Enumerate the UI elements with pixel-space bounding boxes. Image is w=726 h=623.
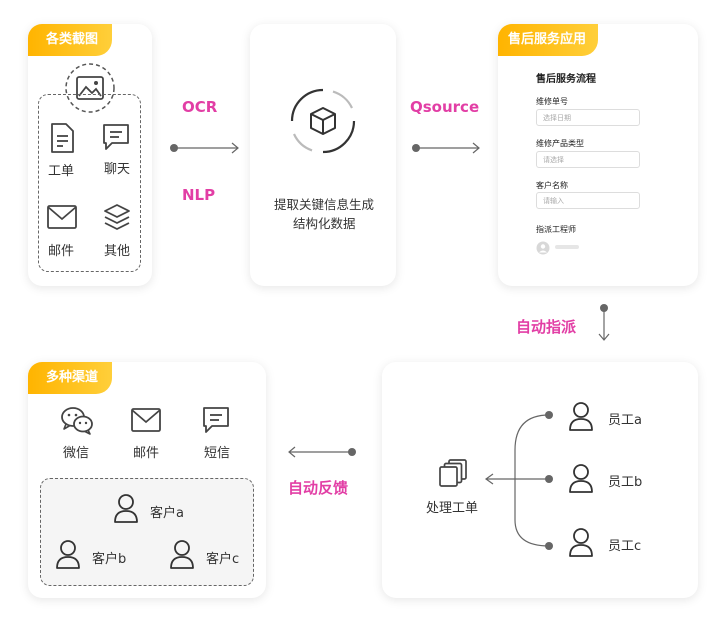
field-label-product-type: 维修产品类型 bbox=[536, 139, 584, 148]
service-app-tag: 售后服务应用 bbox=[498, 24, 599, 56]
documents-stack-icon bbox=[438, 458, 468, 492]
qsource-label: Qsource bbox=[410, 98, 480, 116]
staff-a-icon bbox=[567, 400, 595, 436]
wechat-icon bbox=[60, 406, 94, 440]
staff-b-icon bbox=[567, 462, 595, 498]
product-type-select[interactable]: 请选择 bbox=[536, 151, 640, 168]
staff-c-icon bbox=[567, 526, 595, 562]
customer-b-icon bbox=[54, 538, 82, 574]
extract-text-line2: 结构化数据 bbox=[293, 216, 356, 231]
auto-assign-label: 自动指派 bbox=[516, 318, 577, 336]
ocr-label: OCR bbox=[182, 98, 218, 116]
workorder-panel: 处理工单 员工a 员工b 员工c bbox=[382, 362, 698, 598]
channel-wechat: 微信 bbox=[63, 446, 90, 461]
customer-b: 客户b bbox=[92, 552, 127, 567]
arrow-qsource bbox=[412, 142, 480, 154]
screenshots-group bbox=[38, 94, 141, 272]
processing-icon bbox=[282, 80, 364, 166]
extract-panel: 提取关键信息生成 结构化数据 bbox=[250, 24, 396, 286]
item-other: 其他 bbox=[104, 244, 131, 259]
screenshots-tag: 各类截图 bbox=[28, 24, 113, 56]
customer-c: 客户c bbox=[206, 552, 240, 567]
item-chat: 聊天 bbox=[104, 162, 131, 177]
chat-icon bbox=[101, 122, 131, 156]
work-order-icon bbox=[48, 122, 76, 158]
image-icon bbox=[64, 62, 116, 118]
staff-b: 员工b bbox=[608, 475, 643, 490]
workorder-center-label: 处理工单 bbox=[426, 501, 479, 516]
sms-icon bbox=[201, 405, 231, 439]
arrow-auto-assign bbox=[598, 304, 610, 341]
field-label-engineer: 指派工程师 bbox=[536, 225, 576, 234]
screenshots-panel: 各类截图 工单 聊天 邮件 bbox=[28, 24, 152, 286]
engineer-avatar-icon[interactable] bbox=[536, 240, 550, 259]
extract-text-line1: 提取关键信息生成 bbox=[274, 197, 375, 212]
customer-c-icon bbox=[168, 538, 196, 574]
item-work-order: 工单 bbox=[48, 164, 75, 179]
channel-sms: 短信 bbox=[204, 446, 231, 461]
staff-c: 员工c bbox=[608, 539, 642, 554]
layers-icon bbox=[102, 202, 132, 238]
staff-a: 员工a bbox=[608, 413, 642, 428]
repair-no-input[interactable]: 选择日期 bbox=[536, 109, 640, 126]
engineer-name-placeholder bbox=[555, 245, 579, 249]
field-label-repair-no: 维修单号 bbox=[536, 97, 568, 106]
mail-icon bbox=[46, 204, 78, 234]
arrow-auto-feedback bbox=[288, 446, 356, 458]
auto-feedback-label: 自动反馈 bbox=[288, 479, 349, 497]
mail-icon bbox=[130, 407, 162, 437]
arrow-ocr-nlp bbox=[170, 142, 239, 154]
customer-name-input[interactable]: 请输入 bbox=[536, 192, 640, 209]
branch-lines bbox=[484, 411, 553, 550]
service-app-panel: 售后服务应用 售后服务流程 维修单号 选择日期 维修产品类型 请选择 客户名称 … bbox=[498, 24, 698, 286]
customer-a: 客户a bbox=[150, 506, 184, 521]
channels-panel: 多种渠道 微信 邮件 短信 bbox=[28, 362, 266, 598]
item-mail: 邮件 bbox=[48, 244, 75, 259]
nlp-label: NLP bbox=[182, 186, 216, 204]
form-title: 售后服务流程 bbox=[536, 74, 596, 85]
field-label-customer-name: 客户名称 bbox=[536, 181, 568, 190]
channel-mail: 邮件 bbox=[133, 446, 160, 461]
channels-tag: 多种渠道 bbox=[28, 362, 113, 394]
customer-a-icon bbox=[112, 492, 140, 528]
